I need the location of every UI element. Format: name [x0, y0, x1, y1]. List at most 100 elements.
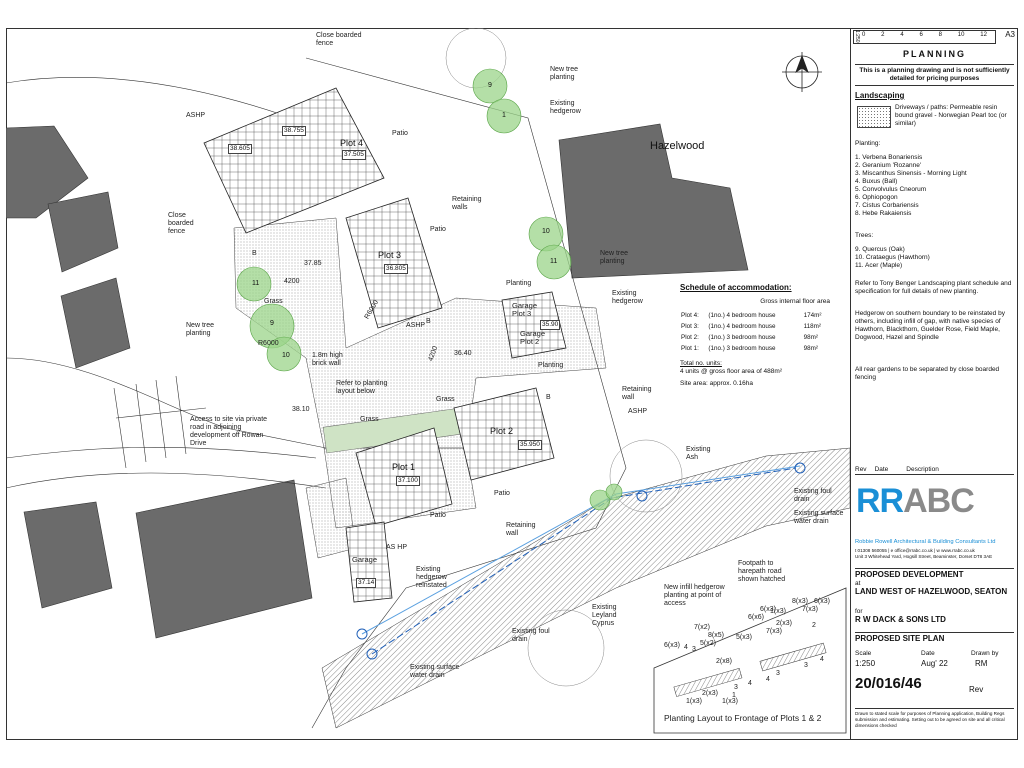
note-2: Hedgerow on southern boundary to be rein… [855, 310, 1005, 341]
planting-code: 2 [812, 622, 816, 629]
tree-num: 9 [270, 320, 274, 327]
list-item: 6. Ophiopogon [855, 194, 898, 201]
cell: Plot 3: [681, 322, 699, 330]
scale-tick: 0 [862, 32, 866, 38]
label-hedgerow-reinstated: Existing hedgerow reinstated [416, 566, 447, 589]
planting-code: 3 [692, 646, 696, 653]
level-p3: 36.805 [384, 264, 408, 274]
planting-code: 7(x2) [694, 624, 710, 631]
neighbour-building [135, 479, 313, 639]
planting-heading: Planting: [855, 140, 881, 147]
label-new-tree-left: New tree planting [186, 322, 215, 337]
label-existing-surface-bottom: Existing surface water drain [410, 664, 460, 679]
stage-label: PLANNING [903, 49, 966, 59]
level-p4a: 38.755 [282, 126, 306, 136]
tree-num: 10 [282, 352, 290, 359]
garage-label: Garage [352, 555, 378, 564]
label-existing-surface-right: Existing surface water drain [794, 510, 844, 525]
rev-col: Rev [855, 466, 867, 473]
label-brick-wall: 1.8m high brick wall [312, 352, 343, 367]
label-footpath: Footpath to harepath road shown hatched [738, 560, 786, 583]
label-retaining-wall-right: Retaining wall [622, 386, 652, 401]
planting-code: 2(x3) [702, 690, 718, 697]
tree-num: 9 [488, 82, 492, 89]
hazelwood-label: Hazelwood [650, 140, 705, 152]
road-edge [6, 357, 327, 449]
marker-b1: B [252, 250, 257, 257]
footpath-hatched [321, 447, 850, 729]
planting-code: 1(x3) [722, 698, 738, 705]
label-ashp-mid: ASHP [406, 322, 426, 329]
schedule-total-value: 4 units @ gross floor area of 488m² [680, 368, 782, 375]
new-tree-9 [472, 68, 508, 104]
label-close-fence-top: Close boarded fence [316, 32, 362, 47]
road-edge [6, 447, 317, 459]
planting-code: 8(x5) [708, 632, 724, 639]
label-ashp-top: ASHP [186, 112, 206, 119]
schedule-total-label: Total no. units: [680, 360, 722, 367]
drawn-field-label: Drawn by [971, 650, 999, 657]
scale-tick: 2 [881, 32, 885, 38]
label-grass1: Grass [264, 298, 283, 305]
marker-b2: B [426, 318, 431, 325]
drawn-field-value: RM [975, 659, 988, 668]
existing-tree [527, 609, 605, 687]
manhole [636, 490, 648, 502]
hazelwood-building [558, 123, 749, 279]
planting-code: 1(x3) [770, 608, 786, 615]
note-1: Refer to Tony Benger Landscaping plant s… [855, 280, 1012, 295]
label-close-fence-left: Close boarded fence [168, 212, 194, 235]
label-existing-hedgerow-top: Existing hedgerow [550, 100, 581, 115]
schedule-col-header: Gross internal floor area [760, 298, 830, 305]
neighbour-building [47, 191, 119, 273]
label-retaining-walls: Retaining walls [452, 196, 482, 211]
label-patio1: Patio [430, 512, 446, 519]
cell: (1no.) 3 bedroom house [708, 344, 776, 352]
parking-line [155, 379, 167, 459]
planting-code: 8(x3) [792, 598, 808, 605]
list-item: 10. Crataegus (Hawthorn) [855, 254, 930, 261]
level-g: 37.14 [356, 578, 377, 588]
garage-p2-label: Garage Plot 2 [520, 329, 546, 346]
plot1-label: Plot 1 [392, 462, 416, 472]
neighbour-building [23, 501, 113, 609]
drawing-title: PROPOSED SITE PLAN [855, 632, 1014, 643]
cell: (1no.) 4 bedroom house [708, 311, 776, 319]
rev-col: Description [906, 466, 939, 473]
neighbour-buildings [6, 123, 749, 639]
label-existing-hedgerow-right: Existing hedgerow [612, 290, 643, 305]
planting-bed [759, 642, 827, 672]
planting-bed [673, 667, 743, 697]
list-item: 9. Quercus (Oak) [855, 246, 905, 253]
parking-line [113, 387, 127, 469]
road-edge [6, 472, 327, 489]
label-patio4: Patio [392, 130, 408, 137]
scale-tick: 8 [938, 32, 942, 38]
site-name: LAND WEST OF HAZELWOOD, SEATON [855, 587, 1008, 596]
cell: (1no.) 3 bedroom house [708, 333, 776, 341]
planting-layout-title: Planting Layout to Frontage of Plots 1 &… [664, 713, 822, 723]
trees-heading: Trees: [855, 232, 874, 239]
company-contact: t 01308 560055 | e office@rrabc.co.uk | … [855, 548, 975, 553]
new-tree-11 [536, 244, 572, 280]
planting-code: 5(x3) [736, 634, 752, 641]
label-infill-hedgerow: New infill hedgerow planting at point of… [664, 584, 725, 607]
planting-code: 7(x3) [766, 628, 782, 635]
neighbour-building [6, 125, 89, 219]
cell: Plot 2: [681, 333, 699, 341]
label-ashp-right: ASHP [628, 408, 648, 415]
scale-tick: 4 [900, 32, 904, 38]
scale-tick: 12 [980, 32, 987, 38]
cell: Plot 4: [681, 311, 699, 319]
list-item: 3. Miscanthus Sinensis - Morning Light [855, 170, 967, 177]
dim-r6000: R6000 [258, 340, 279, 347]
scale-field-value: 1:250 [855, 659, 876, 668]
schedule-of-accommodation: Schedule of accommodation: Gross interna… [680, 284, 830, 388]
plot2-house [453, 387, 555, 481]
label-grass3: Grass [436, 396, 455, 403]
planting-code: 4 [766, 676, 770, 683]
sheet-size: A3 [1005, 30, 1015, 39]
schedule-heading: Schedule of accommodation: [680, 283, 792, 292]
level-l1: 37.85 [304, 260, 322, 267]
